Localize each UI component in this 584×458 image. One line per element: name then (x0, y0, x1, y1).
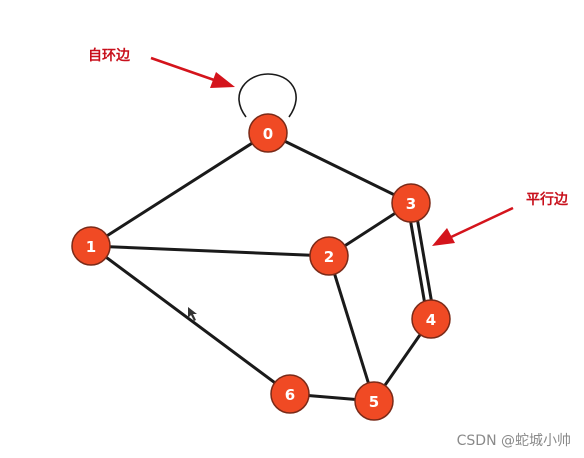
node-label-2: 2 (324, 248, 334, 266)
node-circle-6 (270, 374, 310, 414)
node-label-4: 4 (426, 311, 436, 329)
edge-1-2 (89, 244, 331, 258)
node-2: 2 (309, 236, 349, 276)
node-circle-0 (248, 113, 288, 153)
node-circle-2 (309, 236, 349, 276)
node-3: 3 (391, 183, 431, 223)
self-loop-label: 自环边 (88, 47, 131, 64)
node-label-6: 6 (285, 386, 295, 404)
self-loop-annotation: 自环边 (88, 47, 235, 88)
edge-0-1 (89, 131, 270, 248)
self-loop-edge (238, 73, 297, 118)
parallel-arrow-head (432, 228, 455, 246)
edge-0-3 (266, 131, 413, 205)
parallel-edge-3-4-2 (412, 200, 436, 320)
node-0: 0 (248, 113, 288, 153)
node-5: 5 (354, 381, 394, 421)
edge-1-6 (89, 244, 292, 396)
node-circle-5 (354, 381, 394, 421)
node-label-1: 1 (86, 238, 96, 256)
edges-layer (89, 131, 436, 403)
node-circle-3 (391, 183, 431, 223)
edge-2-5 (327, 254, 376, 403)
nodes-layer: 0 1 2 3 4 5 6 (71, 113, 451, 421)
self-loop-arrow-line (150, 56, 218, 83)
node-4: 4 (411, 299, 451, 339)
node-6: 6 (270, 374, 310, 414)
node-label-5: 5 (369, 393, 379, 411)
parallel-label: 平行边 (526, 191, 569, 208)
node-circle-4 (411, 299, 451, 339)
node-circle-1 (71, 226, 111, 266)
node-label-3: 3 (406, 195, 416, 213)
node-1: 1 (71, 226, 111, 266)
self-loop-arrow-head (210, 72, 235, 88)
parallel-edge-3-4-1 (406, 202, 430, 322)
node-label-0: 0 (263, 125, 273, 143)
parallel-arrow-line (448, 206, 514, 240)
mouse-cursor-icon (188, 307, 197, 321)
parallel-annotation: 平行边 (432, 191, 569, 246)
watermark: CSDN @蛇城小帅 (457, 433, 571, 449)
